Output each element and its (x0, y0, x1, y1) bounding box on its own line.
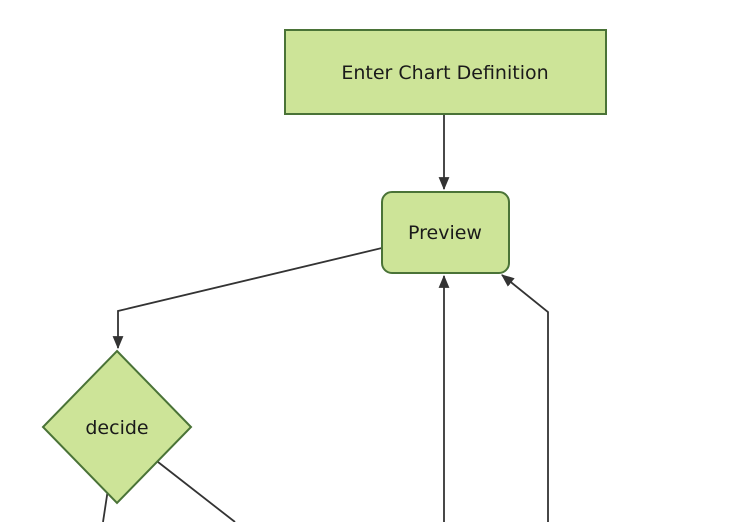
node-enter-chart-definition: Enter Chart Definition (284, 29, 607, 115)
edge-offscreen-to-preview-corner (501, 274, 549, 522)
enter-chart-definition-box (284, 29, 607, 115)
edge-decide-offscreen-bottom-right (157, 461, 236, 522)
enter-chart-definition-label: Enter Chart Definition (341, 62, 548, 84)
decide-diamond (41, 349, 193, 505)
preview-box (381, 191, 510, 274)
node-decide: decide (41, 349, 193, 505)
decide-label: decide (85, 417, 148, 439)
edge-preview-to-decide (112, 247, 383, 350)
node-preview: Preview (381, 191, 510, 274)
preview-label: Preview (408, 222, 482, 244)
edge-decide-offscreen-bottom-left (102, 488, 109, 522)
